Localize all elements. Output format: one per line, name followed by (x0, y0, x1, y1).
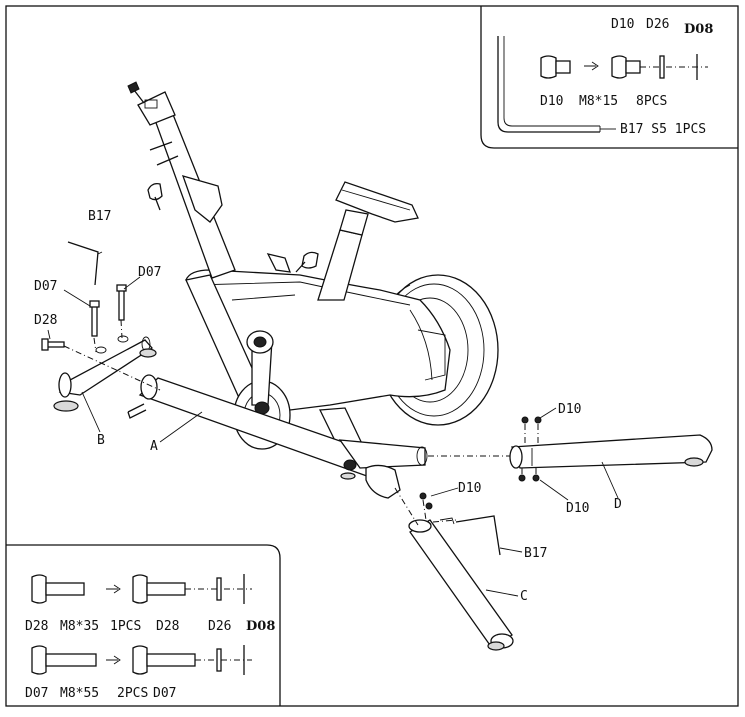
label-d28-right: D28 (156, 619, 179, 634)
callout-c: C (520, 589, 528, 604)
label-spec-m8-55: M8*55 (60, 686, 99, 701)
base-frame-a (127, 374, 428, 499)
outer-border (5, 5, 739, 707)
hardware-box-bottom: D28 M8*35 1PCS D28 D26 D08 D07 M8*55 2PC… (6, 544, 281, 706)
callout-d07-right: D07 (138, 265, 161, 280)
label-d26: D26 (646, 17, 669, 32)
arrow-icon (584, 61, 599, 71)
label-d07: D07 (25, 686, 48, 701)
bolt-d28 (41, 338, 65, 351)
arrow-icon (106, 655, 121, 665)
label-d08: D08 (246, 619, 275, 634)
wrench-b17-left-icon (67, 241, 99, 286)
front-stabilizer-b (53, 335, 157, 412)
callout-d10-bottom-right: D10 (566, 501, 589, 516)
hardware-box-top: D10 M8*15 D10 D26 D08 8PCS B17 S5 1PCS (480, 6, 738, 149)
label-spec: M8*15 (579, 94, 618, 109)
bolt-d10-assembled-icon (611, 55, 641, 79)
handlebar-knob (147, 182, 163, 201)
bolt-d28-icon (31, 574, 85, 604)
bolt-d07-icon (31, 645, 97, 675)
label-qty: 8PCS (636, 94, 667, 109)
label-d26: D26 (208, 619, 231, 634)
callout-d: D (614, 497, 622, 512)
arrow-icon (106, 584, 121, 594)
label-qty-1: 1PCS (110, 619, 141, 634)
bolt-d28-assembled-icon (132, 574, 186, 604)
callout-b17-center: B17 (524, 546, 547, 561)
callout-d10-center: D10 (458, 481, 481, 496)
seat-post (295, 181, 419, 301)
callout-a: A (150, 439, 158, 454)
callout-b17-left: B17 (88, 209, 111, 224)
front-tube-stub (338, 439, 426, 469)
bolts-d07 (89, 284, 127, 337)
handlebar-plate (137, 91, 176, 126)
seat (335, 181, 419, 223)
exercise-bike-drawing (41, 81, 713, 651)
callout-d28: D28 (34, 313, 57, 328)
callout-b: B (97, 433, 105, 448)
label-d10-top: D10 (611, 17, 634, 32)
washer-d26-icon (659, 55, 665, 79)
allen-wrench-icon (497, 36, 600, 133)
wrench-caption: B17 S5 1PCS (620, 122, 706, 137)
seat-knob (301, 251, 319, 269)
rear-stabilizer-c (408, 492, 514, 651)
label-d08: D08 (684, 22, 713, 37)
rear-stabilizer-d (509, 416, 713, 482)
label-qty-2: 2PCS (117, 686, 148, 701)
callout-d10-top-right: D10 (558, 402, 581, 417)
label-d28: D28 (25, 619, 48, 634)
washer-d26-icon (216, 577, 222, 601)
bolt-d07-assembled-icon (132, 645, 196, 675)
bolt-d10-icon (540, 55, 571, 79)
label-spec-m8-35: M8*35 (60, 619, 99, 634)
label-d10-left: D10 (540, 94, 563, 109)
wrench-b17-center-icon (455, 515, 501, 556)
label-d07-right: D07 (153, 686, 176, 701)
callout-d07-left: D07 (34, 279, 57, 294)
handlebar-post (127, 81, 291, 279)
